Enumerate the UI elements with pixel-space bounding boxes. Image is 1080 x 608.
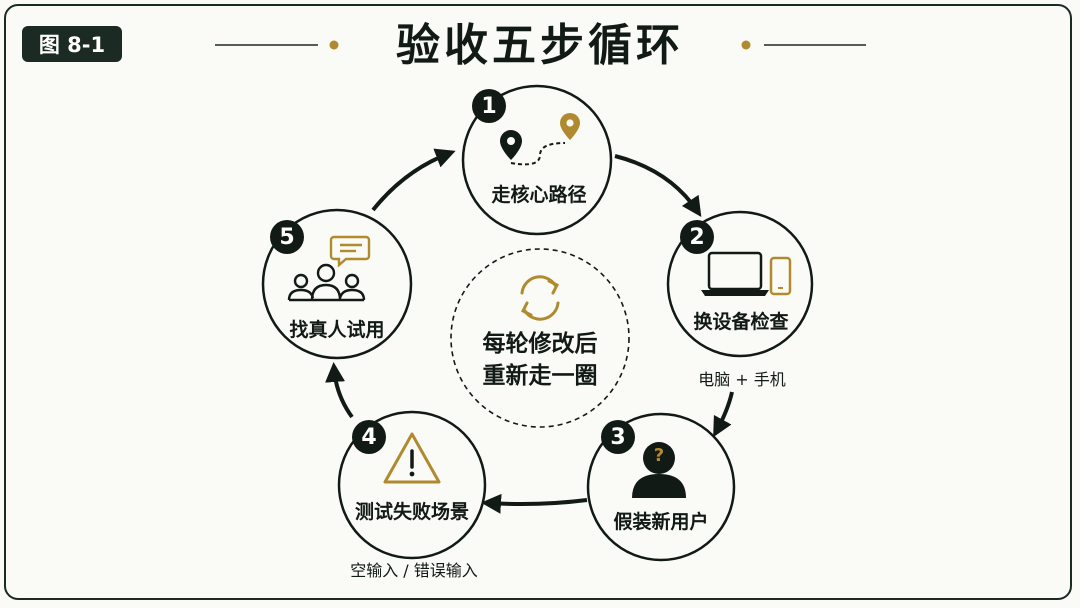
arrow-5-to-1 bbox=[371, 148, 456, 212]
step-5-label: 找真人试用 bbox=[289, 319, 385, 341]
unknown-user-icon bbox=[632, 442, 686, 498]
arrow-2-to-3 bbox=[713, 391, 734, 438]
step-4-label: 测试失败场景 bbox=[354, 501, 469, 523]
step-1-number: 1 bbox=[472, 89, 506, 123]
title-left-ornament bbox=[215, 40, 339, 50]
title-right-ornament bbox=[741, 40, 866, 50]
warning-icon bbox=[383, 432, 441, 484]
center-dashed-circle bbox=[450, 248, 630, 428]
step-2-note: 电脑 + 手机 bbox=[698, 370, 786, 389]
laptop-phone-icon bbox=[701, 251, 792, 296]
arrow-4-to-5 bbox=[325, 362, 354, 419]
step-1-label: 走核心路径 bbox=[491, 184, 587, 206]
step-3-number: 3 bbox=[601, 420, 635, 454]
arrow-3-to-4 bbox=[481, 493, 588, 514]
step-3-label: 假装新用户 bbox=[613, 511, 709, 533]
route-pin-icon bbox=[500, 113, 580, 166]
center-caption-line1: 每轮修改后 bbox=[482, 331, 598, 357]
step-2-label: 换设备检查 bbox=[693, 311, 789, 333]
page-title: 验收五步循环 bbox=[396, 20, 684, 71]
center-caption-line2: 重新走一圈 bbox=[482, 363, 598, 389]
step-5-number: 5 bbox=[270, 220, 304, 254]
arrow-1-to-2 bbox=[614, 154, 702, 217]
step-2-number: 2 bbox=[680, 220, 714, 254]
question-mark-icon: ? bbox=[653, 445, 665, 466]
figure-badge: 图 8-1 bbox=[22, 26, 122, 62]
users-chat-icon bbox=[287, 235, 371, 302]
step-4-note: 空输入 / 错误输入 bbox=[350, 561, 478, 580]
step-4-number: 4 bbox=[352, 420, 386, 454]
center-caption: 每轮修改后 重新走一圈 bbox=[438, 328, 642, 392]
refresh-cycle-icon bbox=[520, 275, 560, 321]
